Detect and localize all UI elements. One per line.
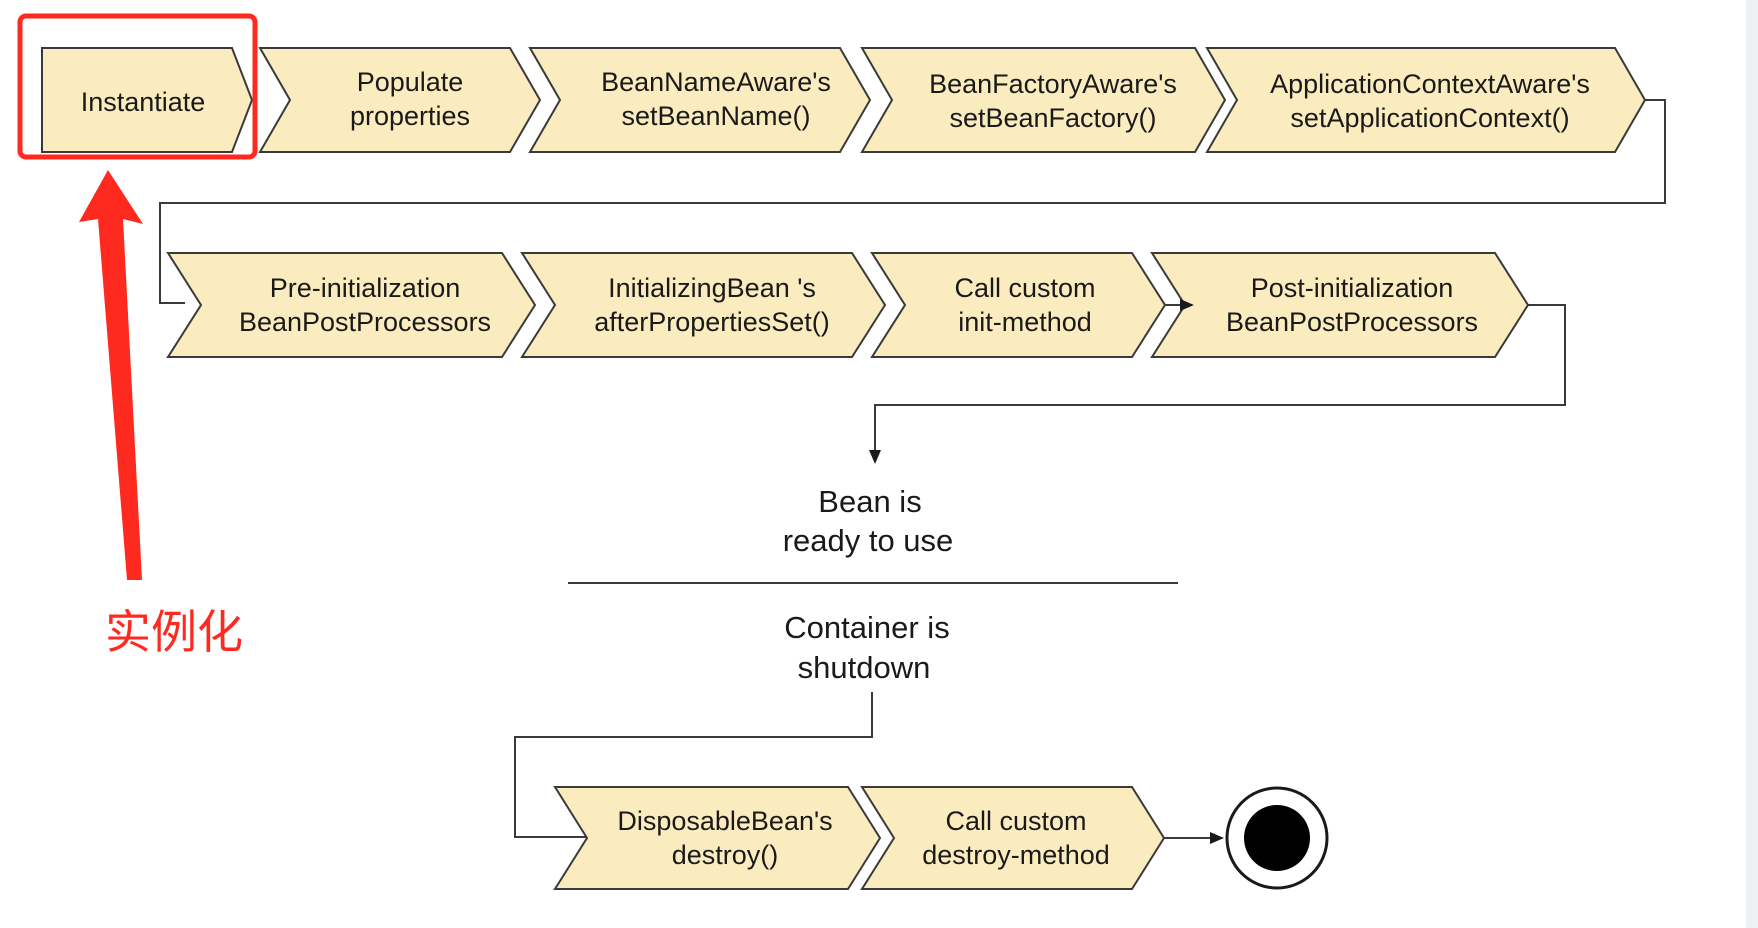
- svg-text:DisposableBean's: DisposableBean's: [617, 806, 832, 836]
- svg-text:shutdown: shutdown: [798, 650, 931, 685]
- svg-text:Call custom: Call custom: [954, 273, 1095, 303]
- step-populate-properties: Populate properties: [258, 47, 542, 153]
- highlight-box: [17, 13, 258, 160]
- step-bean-factory-aware: BeanFactoryAware's setBeanFactory(): [860, 47, 1227, 153]
- svg-text:Bean is: Bean is: [818, 484, 921, 519]
- svg-text:Pre-initialization: Pre-initialization: [270, 273, 461, 303]
- step-post-initialization: Post-initialization BeanPostProcessors: [1150, 252, 1530, 358]
- step-initializing-bean: InitializingBean 's afterPropertiesSet(): [520, 252, 887, 358]
- step-initializing-bean-line2: afterPropertiesSet(): [594, 307, 830, 337]
- step-populate-properties-line2: properties: [350, 101, 470, 131]
- annotation-arrow-icon: [79, 170, 143, 580]
- state-shutdown-line2: shutdown: [798, 650, 931, 685]
- step-populate-properties-line1: Populate: [357, 67, 464, 97]
- step-custom-destroy-method-line1: Call custom: [945, 806, 1086, 836]
- connector-row1-to-row2: [159, 99, 1666, 304]
- step-initializing-bean-line1: InitializingBean 's: [608, 273, 816, 303]
- annotation-label: 实例化: [105, 605, 243, 659]
- svg-text:BeanNameAware's: BeanNameAware's: [601, 67, 831, 97]
- step-bean-factory-aware-line2: setBeanFactory(): [949, 103, 1156, 133]
- svg-text:setApplicationContext(): setApplicationContext(): [1290, 103, 1569, 133]
- svg-text:destroy-method: destroy-method: [922, 840, 1110, 870]
- step-pre-initialization-line2: BeanPostProcessors: [239, 307, 491, 337]
- svg-text:Populate: Populate: [357, 67, 464, 97]
- state-ready-line1: Bean is: [818, 484, 921, 519]
- step-bean-name-aware-line1: BeanNameAware's: [601, 67, 831, 97]
- svg-text:BeanPostProcessors: BeanPostProcessors: [1226, 307, 1478, 337]
- step-bean-name-aware: BeanNameAware's setBeanName(): [528, 47, 872, 153]
- state-ready: Bean is ready to use: [783, 484, 954, 558]
- svg-text:setBeanName(): setBeanName(): [621, 101, 810, 131]
- step-application-context-aware: ApplicationContextAware's setApplication…: [1205, 47, 1647, 153]
- end-node-icon: [1225, 786, 1329, 890]
- step-disposable-bean: DisposableBean's destroy(): [553, 786, 882, 890]
- svg-text:ready to use: ready to use: [783, 523, 954, 558]
- step-disposable-bean-line2: destroy(): [672, 840, 779, 870]
- state-shutdown-line1: Container is: [784, 610, 949, 645]
- step-instantiate-label: Instantiate: [81, 87, 206, 117]
- step-bean-name-aware-line2: setBeanName(): [621, 101, 810, 131]
- step-custom-destroy-method-line2: destroy-method: [922, 840, 1110, 870]
- svg-text:Container is: Container is: [784, 610, 949, 645]
- step-application-context-aware-line1: ApplicationContextAware's: [1270, 69, 1590, 99]
- step-custom-destroy-method: Call custom destroy-method: [860, 786, 1166, 890]
- connector-shutdown-to-row3: [514, 692, 873, 838]
- svg-text:destroy(): destroy(): [672, 840, 779, 870]
- state-ready-line2: ready to use: [783, 523, 954, 558]
- step-bean-factory-aware-line1: BeanFactoryAware's: [929, 69, 1177, 99]
- svg-text:ApplicationContextAware's: ApplicationContextAware's: [1270, 69, 1590, 99]
- step-custom-init-method-line1: Call custom: [954, 273, 1095, 303]
- svg-text:Call custom: Call custom: [945, 806, 1086, 836]
- svg-text:afterPropertiesSet(): afterPropertiesSet(): [594, 307, 830, 337]
- svg-text:InitializingBean 's: InitializingBean 's: [608, 273, 816, 303]
- step-pre-initialization: Pre-initialization BeanPostProcessors: [166, 252, 537, 358]
- connector-row2-to-ready: [869, 304, 1566, 464]
- svg-text:Post-initialization: Post-initialization: [1251, 273, 1454, 303]
- svg-text:BeanFactoryAware's: BeanFactoryAware's: [929, 69, 1177, 99]
- svg-text:properties: properties: [350, 101, 470, 131]
- svg-text:setBeanFactory(): setBeanFactory(): [949, 103, 1156, 133]
- step-post-initialization-line2: BeanPostProcessors: [1226, 307, 1478, 337]
- step-disposable-bean-line1: DisposableBean's: [617, 806, 832, 836]
- step-custom-init-method: Call custom init-method: [870, 252, 1167, 358]
- state-shutdown: Container is shutdown: [784, 610, 949, 685]
- svg-text:BeanPostProcessors: BeanPostProcessors: [239, 307, 491, 337]
- step-instantiate: Instantiate: [41, 47, 254, 153]
- step-post-initialization-line1: Post-initialization: [1251, 273, 1454, 303]
- step-application-context-aware-line2: setApplicationContext(): [1290, 103, 1569, 133]
- svg-text:Instantiate: Instantiate: [81, 87, 206, 117]
- page-edge-strip: [1746, 0, 1758, 928]
- svg-text:init-method: init-method: [958, 307, 1092, 337]
- step-custom-init-method-line2: init-method: [958, 307, 1092, 337]
- step-pre-initialization-line1: Pre-initialization: [270, 273, 461, 303]
